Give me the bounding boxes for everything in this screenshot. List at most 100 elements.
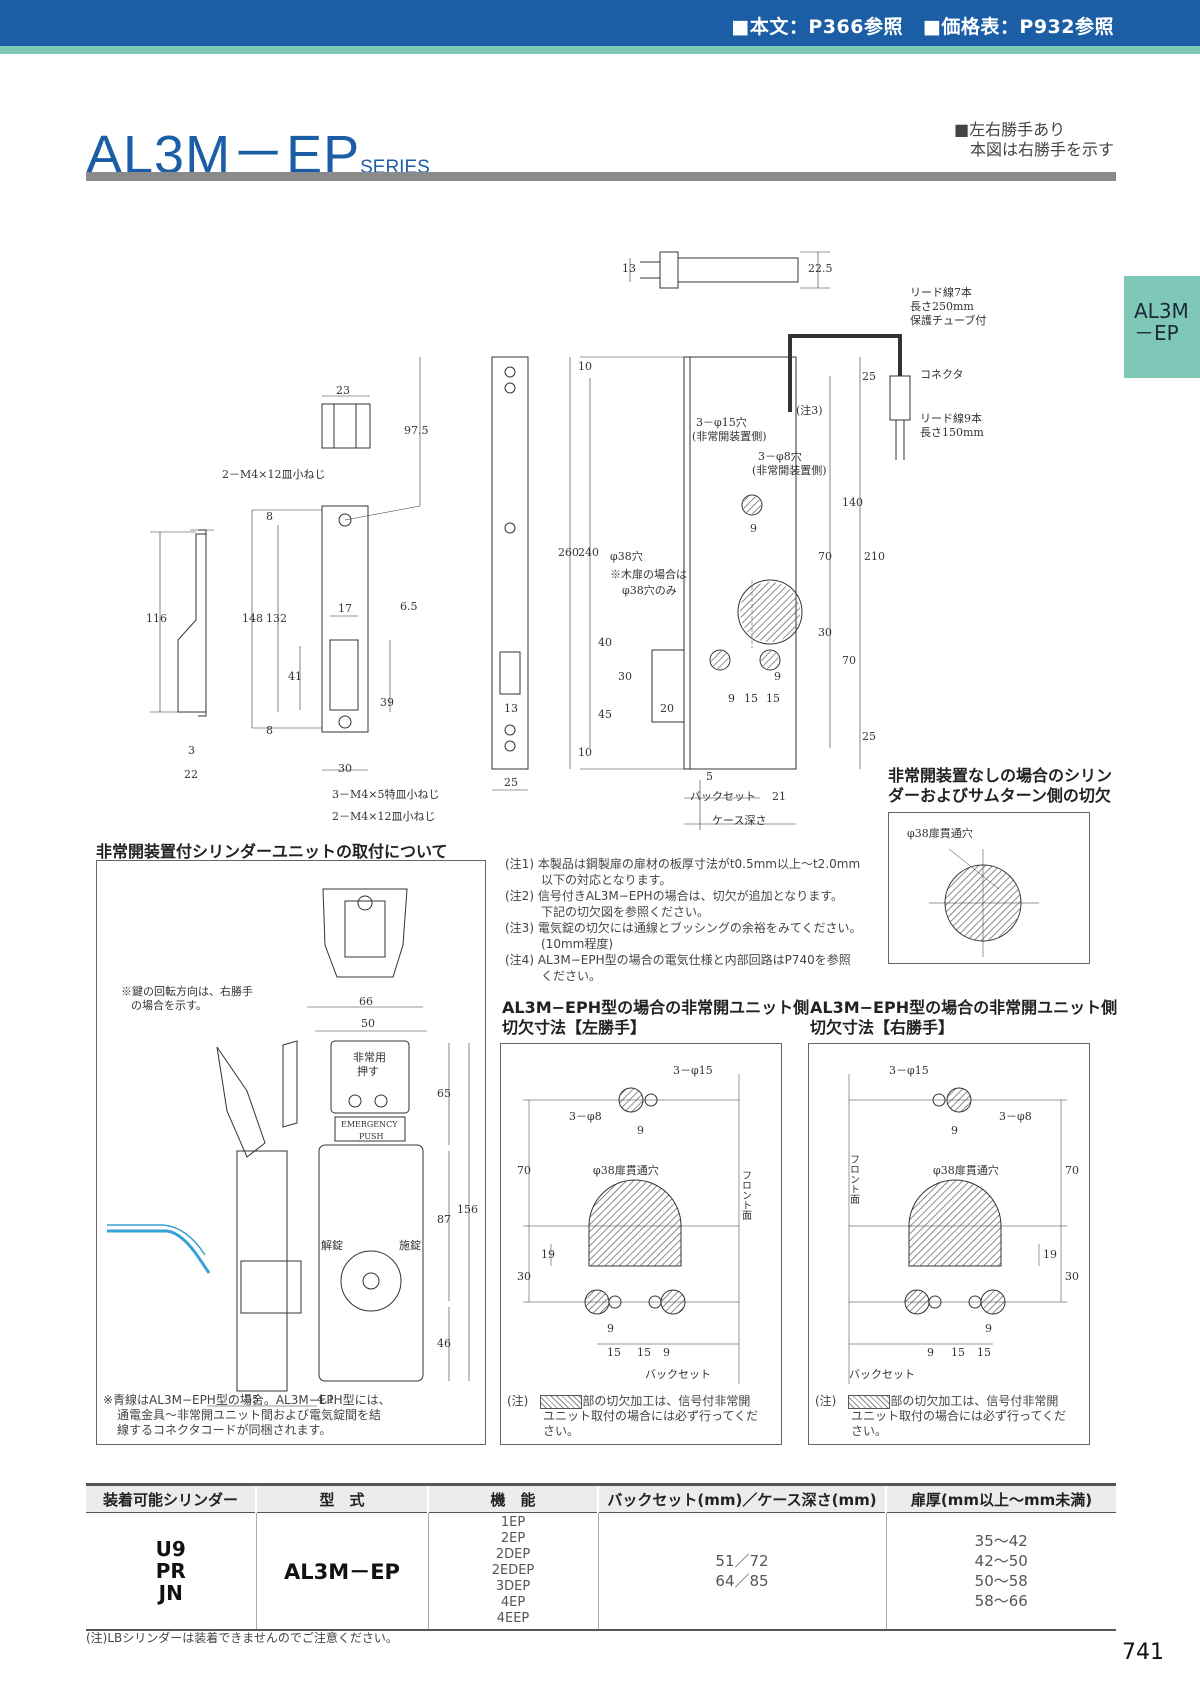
dim-25a: 25 (862, 370, 876, 383)
label-screw-m4x5: 3－M4×5特皿小ねじ (332, 787, 439, 801)
label-screw-top: 2－M4×12皿小ねじ (222, 468, 325, 481)
cut-left-note: (注) 部の切欠加工は、信号付非常開 ユニット取付の場合には必ず行ってくだ さい… (507, 1394, 777, 1439)
no-emg-heading-line2: ダーおよびサムターン側の切欠 (888, 786, 1111, 805)
dim-22-5: 22.5 (808, 262, 833, 275)
emg-en-2: PUSH (359, 1132, 383, 1141)
cut-right-box: 3－φ15 3－φ8 φ38扉貫通穴 フロント面 バックセット 9 9 15 1… (808, 1043, 1090, 1445)
function-item: 2EDEP (491, 1563, 535, 1578)
col-model: 型 式 (255, 1483, 428, 1513)
label-wood2: φ38穴のみ (622, 583, 677, 597)
cut-left-note-prefix: (注) (507, 1394, 529, 1408)
cut-left-heading-1: AL3M−EPH型の場合の非常開ユニット側 (502, 998, 810, 1017)
cut-left-d30: 30 (517, 1270, 531, 1283)
dim-10b: 10 (578, 746, 592, 759)
hand-note-line1: ■左右勝手あり (953, 120, 1066, 139)
note-4-line1: (注4) AL3M−EPH型の場合の電気仕様と内部回路はP740を参照 (505, 953, 851, 967)
dim-9b: 9 (774, 670, 781, 683)
dim-15a: 15 (744, 692, 758, 705)
cut-left-heading: AL3M−EPH型の場合の非常開ユニット側 切欠寸法【左勝手】 (502, 998, 809, 1038)
dim-41: 41 (288, 670, 302, 683)
label-lead9-len: 長さ150mm (920, 426, 984, 439)
col-cylinder: 装着可能シリンダー (86, 1483, 256, 1513)
dim-30c: 30 (818, 626, 832, 639)
note-4-line2: ください。 (541, 969, 602, 983)
backset-item: 51／72 (715, 1552, 769, 1570)
cut-right-note-1: 部の切欠加工は、信号付非常開 (890, 1394, 1059, 1408)
lock-technical-drawing: リード線7本 長さ250mm 保護チューブ付 コネクタ リード線9本 長さ150… (146, 251, 986, 830)
hand-note-line2: 本図は右勝手を示す (969, 140, 1114, 159)
cut-left-h8: 3－φ8 (569, 1110, 602, 1123)
lock-label: 施錠 (399, 1238, 421, 1252)
cut-left-d15b: 15 (637, 1346, 651, 1359)
function-item: 4EP (500, 1595, 526, 1610)
cut-right-heading-1: AL3M−EPH型の場合の非常開ユニット側 (810, 998, 1118, 1017)
cyl-unit-box: ※鍵の回転方向は、右勝手 の場合を示す。 非常用 押す EMERGENCY PU… (96, 860, 486, 1445)
cut-left-d15a: 15 (607, 1346, 621, 1359)
cut-right-note: (注) 部の切欠加工は、信号付非常開 ユニット取付の場合には必ず行ってくだ さい… (815, 1394, 1085, 1439)
cut-left-d9c: 9 (663, 1346, 670, 1359)
cut-right-d15b: 15 (977, 1346, 991, 1359)
dim-210: 210 (864, 550, 885, 563)
cut-right-note-3: さい。 (851, 1424, 888, 1438)
no-emg-box: φ38扉貫通穴 (888, 812, 1090, 964)
side-index-tab[interactable]: AL3M －EP (1124, 276, 1200, 378)
dim-8a: 8 (266, 510, 273, 523)
note-3-line1: (注3) 電気錠の切欠には通線とブッシングの余裕をみてください。 (505, 921, 862, 935)
dim-17: 17 (338, 602, 352, 615)
dim-40: 40 (598, 636, 612, 649)
unlock-label: 解錠 (321, 1238, 343, 1252)
note-3-line2: (10mm程度) (541, 937, 614, 951)
cut-right-h38: φ38扉貫通穴 (933, 1163, 999, 1177)
no-emg-hole-label: φ38扉貫通穴 (907, 826, 973, 840)
dim-55: 55 (245, 1393, 259, 1406)
cylinder-jn: JN (158, 1581, 183, 1605)
label-hole15: 3－φ15穴 (696, 415, 747, 429)
cut-right-h8: 3－φ8 (999, 1110, 1032, 1123)
function-item: 3DEP (495, 1579, 531, 1594)
cylinder-pr: PR (155, 1559, 186, 1583)
cut-right-heading-2: 切欠寸法【右勝手】 (810, 1018, 955, 1037)
dim-3: 3 (188, 744, 195, 757)
spec-table: 装着可能シリンダー 型 式 機 能 バックセット(mm)／ケース深さ(mm) 扉… (86, 1483, 1116, 1631)
cut-left-note-1: 部の切欠加工は、信号付非常開 (582, 1394, 751, 1408)
cut-right-d9b: 9 (985, 1322, 992, 1335)
thickness-list: 35～42 42～50 50～58 58～66 (885, 1512, 1116, 1631)
thickness-item: 42～50 (974, 1552, 1028, 1570)
page-refs: ■本文：P366参照■価格表：P932参照 (711, 12, 1114, 39)
table-footnote: (注)LBシリンダーは装着できませんのでご注意ください。 (86, 1631, 398, 1645)
cut-right-heading: AL3M−EPH型の場合の非常開ユニット側 切欠寸法【右勝手】 (810, 998, 1117, 1038)
cut-left-d9a: 9 (637, 1124, 644, 1137)
cut-right-backset: バックセット (849, 1368, 915, 1381)
cut-left-d9b: 9 (607, 1322, 614, 1335)
cut-left-note-2: ユニット取付の場合には必ず行ってくだ (543, 1409, 759, 1423)
cyl-unit-footnote: ※青線はAL3M−EPH型の場合。AL3M−EPH型には、 通電金具〜非常開ユニ… (103, 1393, 483, 1438)
label-lead7-len: 長さ250mm (910, 300, 974, 313)
label-case-depth: ケース深さ (712, 814, 766, 827)
cut-right-h15: 3－φ15 (889, 1064, 929, 1077)
cut-left-note-3: さい。 (543, 1424, 580, 1438)
cut-left-h15: 3－φ15 (673, 1064, 713, 1077)
no-emg-heading-line1: 非常開装置なしの場合のシリン (888, 766, 1113, 785)
side-tab-line2: －EP (1134, 321, 1179, 345)
hatch-swatch-icon (540, 1394, 583, 1409)
dim-30: 30 (338, 762, 352, 775)
no-emg-heading: 非常開装置なしの場合のシリン ダーおよびサムターン側の切欠 (888, 766, 1112, 806)
dim-39: 39 (380, 696, 394, 709)
label-lead7: リード線7本 (910, 285, 972, 299)
spec-table-header-row: 装着可能シリンダー 型 式 機 能 バックセット(mm)／ケース深さ(mm) 扉… (86, 1483, 1116, 1513)
label-emg-side1: (非常開装置側) (692, 430, 767, 443)
label-emg-side2: (非常開装置側) (752, 464, 827, 477)
label-lead9: リード線9本 (920, 411, 982, 425)
function-item: 1EP (500, 1515, 526, 1530)
label-hole8: 3－φ8穴 (758, 449, 802, 463)
dim-50: 50 (361, 1017, 375, 1030)
dim-156: 156 (457, 1203, 478, 1216)
label-tube: 保護チューブ付 (910, 313, 986, 327)
rotation-note-2: の場合を示す。 (131, 998, 207, 1012)
cut-right-d70: 70 (1065, 1164, 1079, 1177)
dim-13b: 13 (504, 702, 518, 715)
dim-5: 5 (706, 770, 713, 783)
cut-right-d30: 30 (1065, 1270, 1079, 1283)
dim-22: 22 (184, 768, 198, 781)
cut-left-d19: 19 (541, 1248, 555, 1261)
